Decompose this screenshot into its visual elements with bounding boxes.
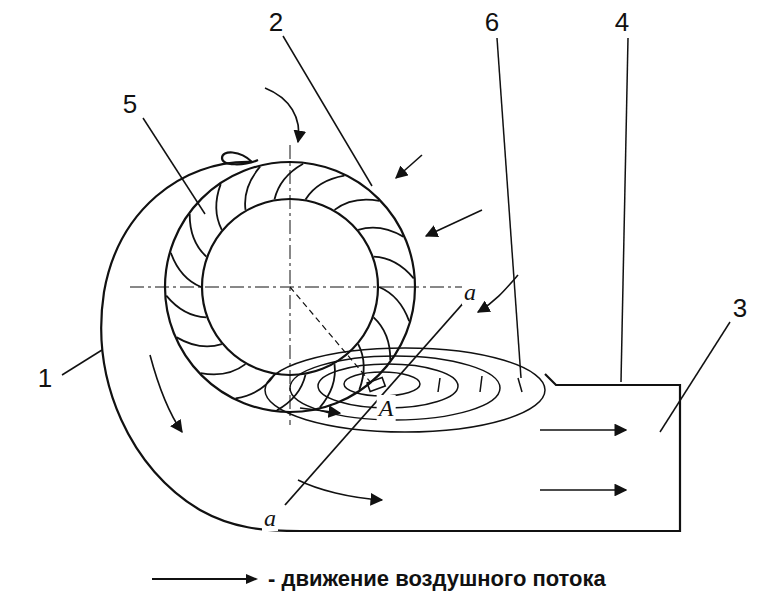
- section-line: [285, 300, 466, 505]
- impeller-blade: [306, 176, 345, 200]
- impeller-blade: [190, 214, 207, 257]
- impeller-blade: [166, 296, 206, 318]
- impeller-blade: [275, 164, 304, 200]
- impeller-blade: [177, 337, 222, 346]
- impeller-blade: [236, 375, 275, 399]
- callout-number: 2: [267, 8, 285, 36]
- section-letter: a: [462, 279, 478, 305]
- callout-number: 4: [613, 8, 631, 36]
- callout-number: 3: [731, 294, 749, 322]
- callout-number: 5: [121, 90, 139, 118]
- volute-housing: [101, 162, 680, 531]
- flow-arrow: [150, 88, 626, 500]
- callout-number: 1: [36, 364, 54, 392]
- impeller-blade: [216, 184, 222, 230]
- legend-arrow-sample: [150, 571, 260, 587]
- impeller-blade: [358, 228, 403, 237]
- impeller-blade: [335, 200, 380, 210]
- legend-text: - движение воздушного потока: [268, 566, 606, 592]
- leader-line: [62, 36, 730, 432]
- impeller-blade: [358, 344, 364, 390]
- callout-number: 6: [483, 8, 501, 36]
- housing-tongue: [222, 152, 258, 164]
- impeller-blade: [171, 253, 201, 287]
- impeller-blade: [374, 257, 414, 279]
- radius-line: [290, 287, 372, 384]
- point-a-mark: [367, 378, 385, 392]
- impeller-blade: [379, 287, 409, 321]
- impeller-blade: [320, 364, 335, 407]
- impeller-blade: [201, 364, 246, 374]
- center-line: [130, 145, 470, 425]
- impeller-blade: [245, 167, 260, 210]
- section-letter: A: [377, 395, 396, 421]
- vortex-zone: [265, 348, 545, 432]
- legend: - движение воздушного потока: [150, 566, 606, 592]
- section-letter: a: [262, 505, 278, 531]
- impeller-blade: [374, 317, 391, 360]
